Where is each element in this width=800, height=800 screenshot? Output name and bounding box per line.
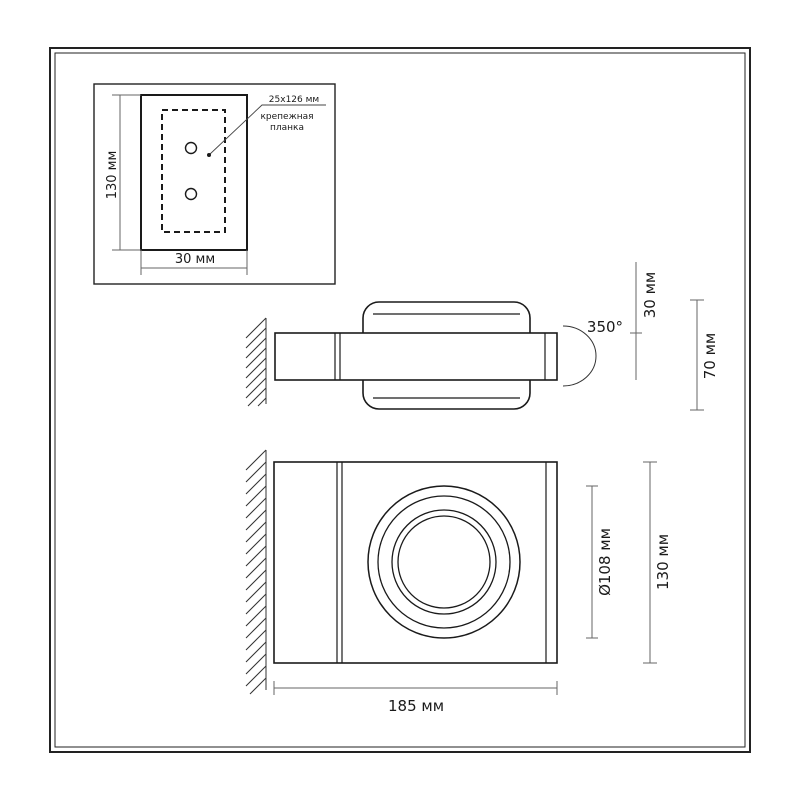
- mount-plate-size: 25x126 мм: [269, 95, 319, 105]
- lens-outer-ring-2: [377, 495, 511, 629]
- side-view: 350° 30 мм 70 мм: [245, 262, 719, 411]
- leader-dot: [207, 153, 211, 157]
- mount-plate-name-line1: крепежная: [260, 112, 313, 122]
- side-wall-hatch: [245, 317, 267, 407]
- outer-frame: [49, 47, 751, 753]
- lens-inner-ring: [391, 509, 497, 615]
- front-height-label: 130 мм: [654, 534, 672, 590]
- lens-center: [397, 515, 491, 609]
- mount-plate-name-line2: планка: [270, 123, 304, 133]
- mount-plate-height: 130 мм: [105, 151, 120, 200]
- lens-outer-ring: [367, 485, 521, 639]
- depth-top-label: 30 мм: [641, 272, 659, 319]
- mount-plate-slot: [161, 109, 226, 233]
- mount-plate-width: 30 мм: [175, 252, 215, 267]
- screw-hole-top: [184, 141, 198, 155]
- rotation-angle: 350°: [587, 318, 623, 336]
- length-label: 185 мм: [388, 697, 444, 715]
- mount-plate-inset: 25x126 мм крепежная планка 130 мм 30 мм: [93, 83, 336, 285]
- side-arm-bar: [274, 332, 558, 381]
- mount-plate-outline: [140, 94, 248, 251]
- inner-frame: [54, 52, 746, 748]
- side-height-label: 70 мм: [701, 333, 719, 380]
- diameter-label: Ø108 мм: [596, 528, 614, 596]
- front-view: Ø108 мм 130 мм 185 мм: [245, 449, 672, 715]
- rotation-arc: [562, 325, 597, 387]
- front-wall-hatch: [245, 449, 267, 695]
- mount-plate-leader: [208, 104, 326, 156]
- screw-hole-bottom: [184, 187, 198, 201]
